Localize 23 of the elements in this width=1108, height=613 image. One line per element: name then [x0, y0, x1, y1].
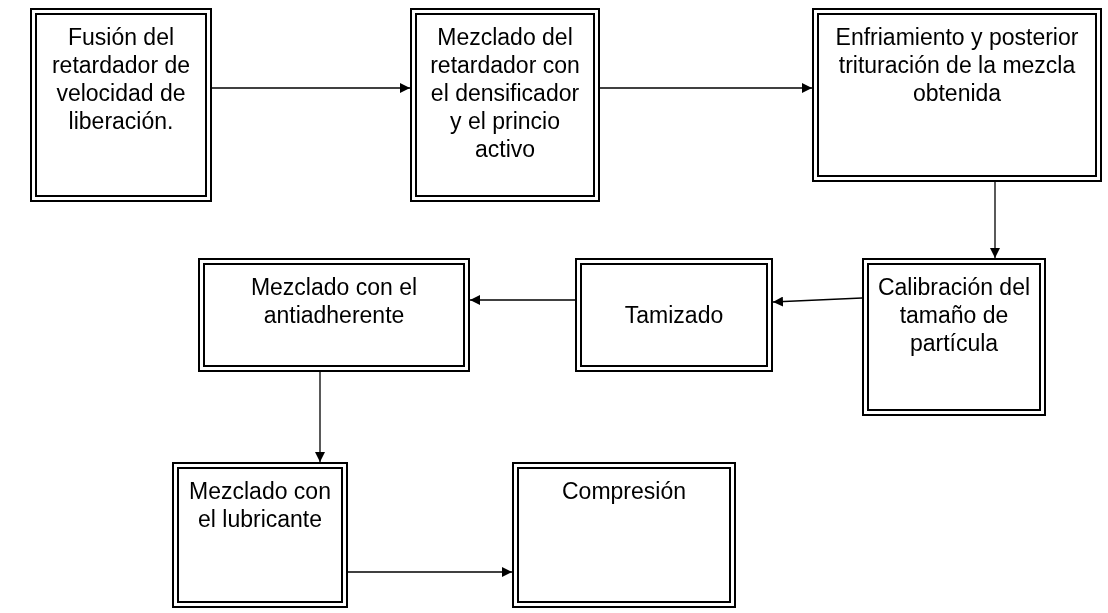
process-box [30, 8, 212, 202]
arrow [347, 567, 513, 577]
arrow [469, 295, 576, 305]
arrow [315, 371, 325, 463]
arrow [211, 83, 411, 93]
process-box [575, 258, 773, 372]
arrow [990, 181, 1000, 259]
step-text: Tamizado [624, 301, 724, 329]
step-text: Enfriamiento y posterior trituración de la mezcla obtenida [834, 23, 1080, 107]
arrow [772, 296, 863, 307]
step-text: Mezclado con el lubricante [188, 477, 332, 533]
process-box [512, 462, 736, 608]
process-box [812, 8, 1102, 182]
arrow [599, 83, 813, 93]
process-box [862, 258, 1046, 416]
step-text: Compresión [562, 477, 686, 505]
step-text: Fusión del retardador de velocidad de liberación. [50, 23, 192, 135]
process-box [198, 258, 470, 372]
step-text: Mezclado con el antiadherente [249, 273, 419, 329]
step-text: Mezclado del retardador con el densificador y el princio activo [429, 23, 581, 163]
process-box [172, 462, 348, 608]
process-box [410, 8, 600, 202]
step-text: Calibración del tamaño de partícula [876, 273, 1032, 357]
